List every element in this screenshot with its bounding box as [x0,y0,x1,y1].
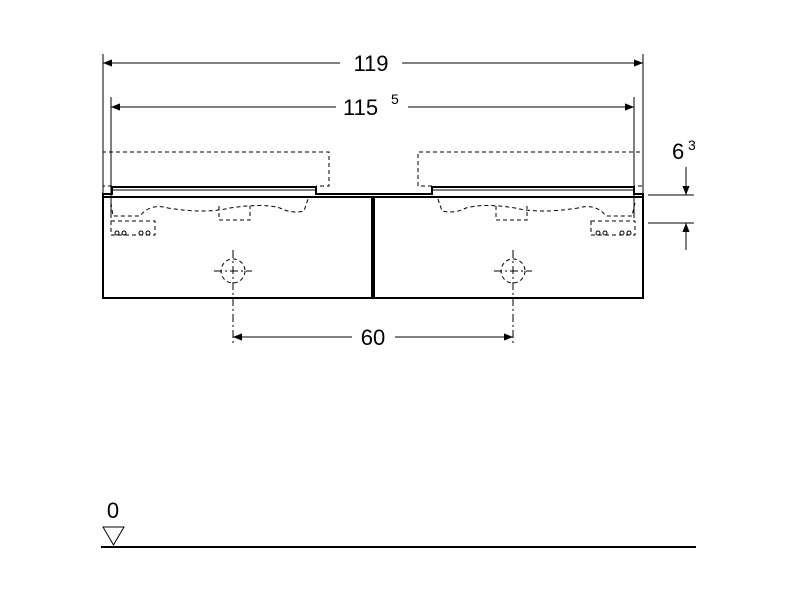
floor-level-marker: 0 [101,498,696,548]
height-label: 6 [672,139,684,164]
level-triangle-icon [102,526,125,546]
basin-span-superscript: 5 [391,91,399,107]
dimension-basin-span: 115 5 [110,91,635,218]
dimension-drain-spacing: 60 [233,325,513,350]
basin-left-outline [102,151,330,236]
overflow-right [590,220,636,236]
floor-level-label: 0 [107,498,119,523]
basin-span-label: 115 [343,95,378,120]
drain-mark-right [494,250,532,345]
basin-right-outline [417,151,644,236]
drain-mark-left [214,250,252,345]
overflow-left [110,220,156,236]
drawer-right [373,196,644,299]
cabinet [102,196,644,299]
height-superscript: 3 [688,137,696,153]
drawer-left [102,196,373,299]
drain-spacing-label: 60 [361,325,385,350]
overall-width-label: 119 [353,51,388,76]
worktop [102,186,644,197]
dimension-worktop-height: 6 3 [648,137,696,250]
dimension-overall-width: 119 [102,51,644,195]
